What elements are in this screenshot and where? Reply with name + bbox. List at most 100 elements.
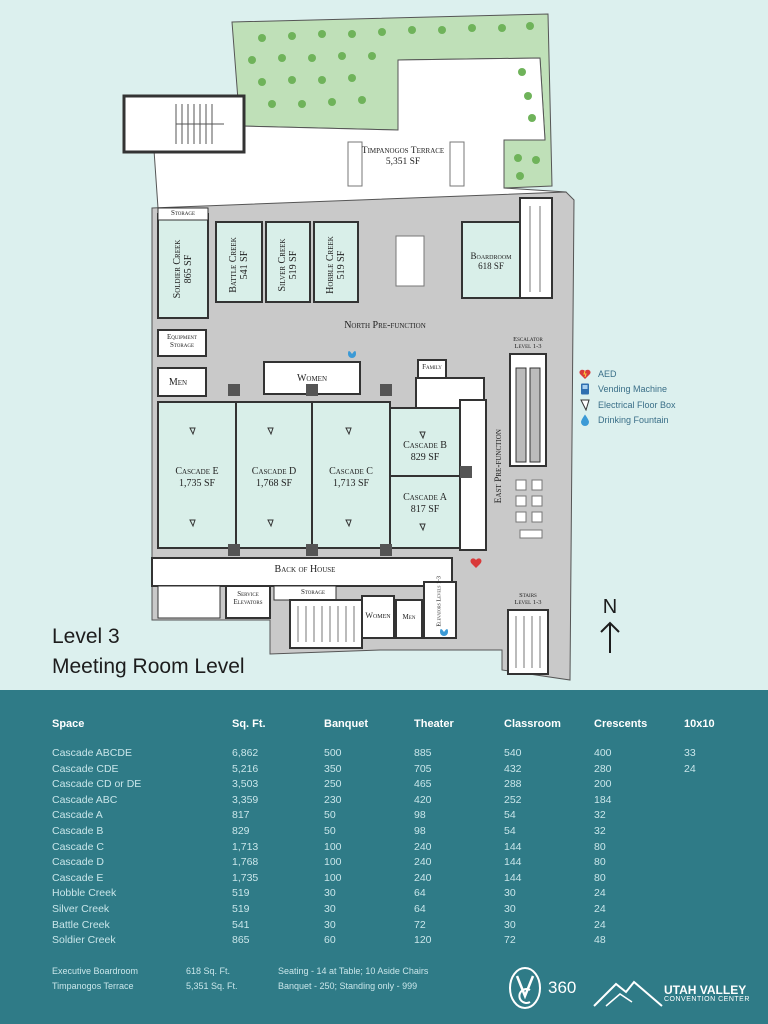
room-hobble-creek xyxy=(313,221,359,303)
hobble-creek-name: Hobble Creek xyxy=(325,236,336,294)
table-cell: 540 xyxy=(504,747,522,759)
elevators-levels: Levels 1-3 xyxy=(436,575,443,602)
hobble-creek-sf: 519 SF xyxy=(336,250,347,280)
north-label: N xyxy=(602,596,618,618)
title-subtitle: Meeting Room Level xyxy=(52,655,245,678)
stairs-bottom xyxy=(289,599,363,649)
label-storage-bottom: Storage xyxy=(300,588,326,596)
table-cell: 3,359 xyxy=(232,793,259,806)
label-escalator: Escalator Level 1-3 xyxy=(500,336,556,351)
table-cell: 100 xyxy=(324,856,342,869)
table-cell: 32 xyxy=(594,809,606,822)
table-cell: Cascade ABCDE xyxy=(52,747,132,759)
label-boardroom: Boardroom 618 SF xyxy=(462,251,520,272)
cascade-b-name: Cascade B xyxy=(403,440,447,451)
cascade-c-sf: 1,713 SF xyxy=(332,477,370,489)
label-cascade-a: Cascade A 817 SF xyxy=(390,492,460,515)
electrical-floor-box-icon xyxy=(578,399,592,411)
label-soldier-creek: Soldier Creek 865 SF xyxy=(172,232,194,306)
terrace-name: Timpanogos Terrace xyxy=(361,146,445,156)
table-cell: 32 xyxy=(594,825,606,837)
table-cell: 64 xyxy=(414,887,426,900)
table-cell: 144 xyxy=(504,856,522,869)
table-cell: Silver Creek xyxy=(52,903,110,915)
door-markers xyxy=(228,384,472,556)
cascade-e-name: Cascade E xyxy=(175,466,219,477)
table-cell: 30 xyxy=(324,887,336,900)
table-cell: 184 xyxy=(594,793,612,806)
header-space: Space xyxy=(52,718,85,730)
table-cell: Battle Creek xyxy=(52,918,110,931)
stairs-name: Stairs xyxy=(519,592,537,599)
room-cascade-a xyxy=(389,475,461,549)
terrace-bench xyxy=(449,141,465,187)
table-cell: 420 xyxy=(414,793,432,806)
table-cell: 54 xyxy=(504,809,516,822)
header-theater: Theater xyxy=(414,718,454,730)
service-elevators-line1: Service xyxy=(237,590,259,598)
equipment-storage-line2: Storage xyxy=(169,341,195,350)
table-cell: 48 xyxy=(594,934,606,947)
label-men: Men xyxy=(168,377,188,388)
logo-360-text: 360 xyxy=(548,978,577,997)
footnote-space: Executive Boardroom xyxy=(52,966,139,976)
logo-360: 360 xyxy=(508,966,576,1010)
table-cell: 280 xyxy=(594,762,612,775)
table-cell: 1,713 xyxy=(232,840,259,853)
room-men-bottom xyxy=(395,599,423,639)
table-cell: 100 xyxy=(324,871,342,884)
table-cell: Hobble Creek xyxy=(52,887,117,900)
service-elevators xyxy=(225,585,271,619)
header-classroom: Classroom xyxy=(504,718,561,730)
table-cell: 250 xyxy=(324,778,342,791)
table-cell: 30 xyxy=(504,903,516,915)
table-cell: Cascade D xyxy=(52,856,104,869)
stairs-levels: Level 1-3 xyxy=(514,599,542,607)
room-cascade-d xyxy=(235,401,313,549)
table-cell: 50 xyxy=(324,825,336,837)
table-cell: 705 xyxy=(414,762,432,775)
battle-creek-name: Battle Creek xyxy=(228,237,239,293)
aed-icon xyxy=(578,368,592,380)
legend-item-aed: AED xyxy=(578,366,676,382)
stair-treads xyxy=(175,104,224,144)
table-cell: 519 xyxy=(232,903,250,915)
table-cell: 865 xyxy=(232,934,250,947)
table-cell: 1,735 xyxy=(232,871,259,884)
legend-label: Drinking Fountain xyxy=(598,415,669,426)
table-cell: 100 xyxy=(324,840,342,853)
table-cell: 829 xyxy=(232,825,250,837)
room-women-bottom xyxy=(361,595,395,639)
table-cell: 400 xyxy=(594,747,612,759)
elevators xyxy=(423,581,457,639)
label-women: Women xyxy=(296,373,328,384)
legend-label: AED xyxy=(598,368,617,379)
floor-box-markers xyxy=(189,427,426,532)
table-cell: 3,503 xyxy=(232,778,259,791)
table-cell: 72 xyxy=(504,934,516,947)
table-cell: 519 xyxy=(232,887,250,900)
soldier-creek-sf: 865 SF xyxy=(183,254,194,284)
drinking-fountain-icon xyxy=(440,629,448,636)
table-cell: 252 xyxy=(504,793,522,806)
map-title: Level 3 Meeting Room Level xyxy=(52,622,245,682)
silver-creek-sf: 519 SF xyxy=(288,250,299,280)
room-storage-top xyxy=(157,207,209,221)
elevators-name: Elevators xyxy=(436,603,443,627)
label-hobble-creek: Hobble Creek 519 SF xyxy=(325,234,347,296)
table-cell: 54 xyxy=(504,825,516,837)
lounge-furniture xyxy=(515,479,543,539)
table-cell: 24 xyxy=(594,918,606,931)
table-cell: 200 xyxy=(594,778,612,791)
table-cell: 541 xyxy=(232,918,250,931)
label-equipment-storage: Equipment Storage xyxy=(158,333,206,349)
label-silver-creek: Silver Creek 519 SF xyxy=(277,234,299,296)
header-10x10: 10x10 xyxy=(684,718,715,730)
